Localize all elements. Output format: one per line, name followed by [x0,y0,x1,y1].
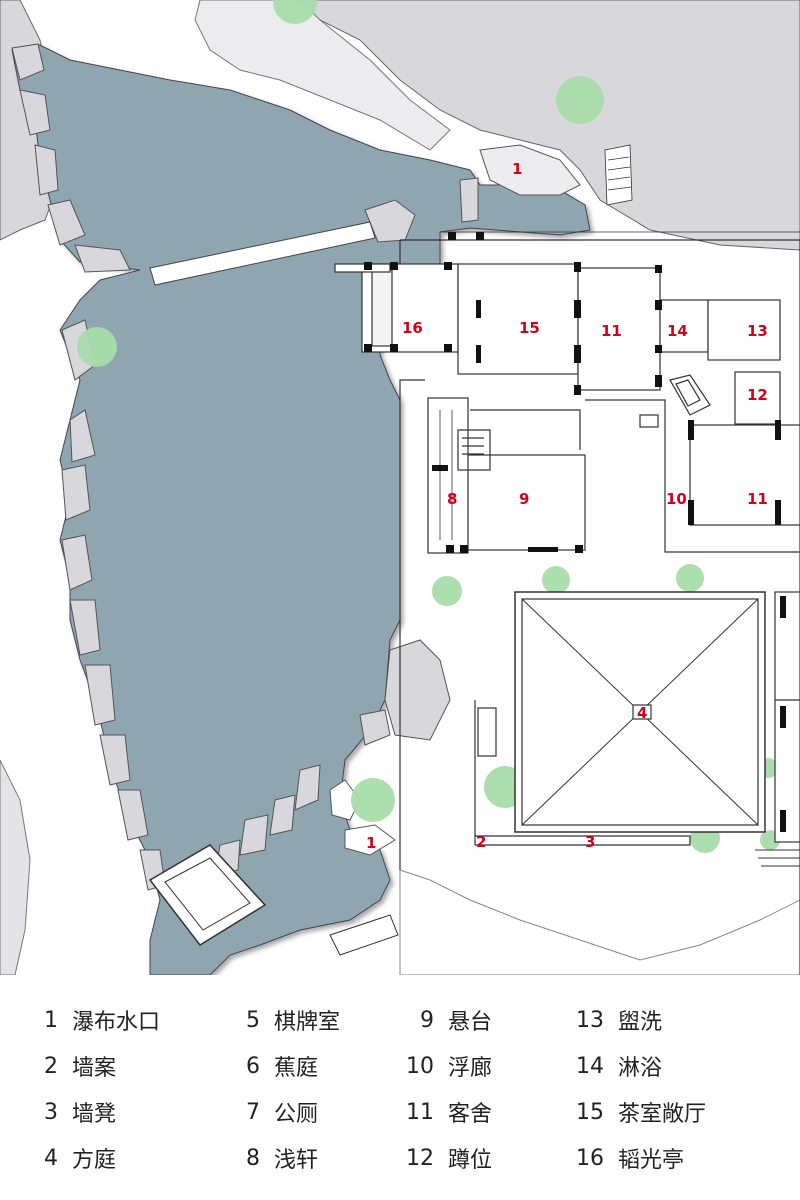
legend-text: 浮廊 [448,1056,493,1081]
legend-number: 13 [576,1007,604,1033]
legend-text: 客舍 [448,1102,493,1127]
legend-number: 8 [246,1145,260,1171]
legend-item: 14 淋浴 [570,1043,706,1089]
legend-item: 6 蕉庭 [232,1043,340,1089]
legend-text: 瀑布水口 [72,1010,161,1035]
legend-item: 4 方庭 [30,1135,160,1181]
label-9: 9 [519,490,529,508]
legend-number: 9 [420,1007,434,1033]
label-13: 13 [747,322,768,340]
legend-text: 浅轩 [274,1148,319,1173]
legend-number: 5 [246,1007,260,1033]
legend-text: 淋浴 [618,1056,663,1081]
plan-labels: 1 16 15 11 14 13 12 8 9 10 11 4 2 3 1 [366,160,768,852]
tree [676,564,704,592]
legend-number: 4 [44,1145,58,1171]
legend-number: 14 [576,1053,604,1079]
label-11-bottom: 11 [747,490,768,508]
legend-number: 11 [406,1099,434,1125]
tree [351,778,395,822]
legend-item: 8 浅轩 [232,1135,340,1181]
label-12: 12 [747,386,768,404]
label-3: 3 [585,833,595,851]
bridge [149,221,376,286]
legend-number: 1 [44,1007,58,1033]
legend-item: 9 悬台 [400,997,492,1043]
legend-text: 棋牌室 [274,1010,341,1035]
platform-9 [464,454,586,551]
legend-number: 3 [44,1099,58,1125]
legend-item: 15 茶室敞厅 [570,1089,706,1135]
tree [542,566,570,594]
hill-top-right [299,0,800,251]
legend-item: 7 公厕 [232,1089,340,1135]
legend-column-4: 13 盥洗 14 淋浴 15 茶室敞厅 16 韬光亭 [570,997,706,1181]
legend-item: 10 浮廊 [400,1043,492,1089]
legend-item: 11 客舍 [400,1089,492,1135]
legend-number: 15 [576,1099,604,1125]
legend-number: 16 [576,1145,604,1171]
hill-left-lower [0,759,31,975]
legend-text: 韬光亭 [618,1148,685,1173]
legend-text: 悬台 [448,1010,493,1035]
site-wall [399,239,800,975]
legend-column-1: 1 瀑布水口 2 墙案 3 墙凳 4 方庭 [30,997,160,1181]
trees [77,0,780,853]
label-8: 8 [447,490,457,508]
legend-item: 1 瀑布水口 [30,997,160,1043]
land-bottom-right [399,869,800,975]
legend-item: 2 墙案 [30,1043,160,1089]
legend: 1 瀑布水口 2 墙案 3 墙凳 4 方庭 5 棋牌室 6 蕉庭 7 公厕 8 浅轩 9 悬台 1… [0,975,800,1200]
guest-room-11-bottom [689,424,800,526]
legend-text: 盥洗 [618,1010,663,1035]
legend-number: 6 [246,1053,260,1079]
pond-rocks [214,639,451,876]
toilet-12 [734,371,781,425]
wall-table-2 [477,707,497,757]
tree [273,0,317,24]
legend-text: 公厕 [274,1102,319,1127]
legend-text: 蹲位 [448,1148,493,1173]
tree [77,327,117,367]
label-4: 4 [637,704,647,722]
wall-bench-3 [475,835,691,846]
guest-room-11-top [577,267,661,391]
wash-13 [707,299,781,361]
legend-item: 5 棋牌室 [232,997,340,1043]
shore-rocks [11,43,581,891]
columns [364,232,786,832]
legend-column-3: 9 悬台 10 浮廊 11 客舍 12 蹲位 [400,997,492,1181]
label-11-top: 11 [601,322,622,340]
legend-text: 蕉庭 [274,1056,319,1081]
legend-text: 方庭 [72,1148,117,1173]
legend-item: 16 韬光亭 [570,1135,706,1181]
label-15: 15 [519,319,540,337]
legend-item: 3 墙凳 [30,1089,160,1135]
legend-text: 茶室敞厅 [618,1102,707,1127]
pavilion-bottom-left [148,844,399,956]
legend-text: 墙凳 [72,1102,117,1127]
buildings [334,144,800,975]
legend-item: 12 蹲位 [400,1135,492,1181]
tree [556,76,604,124]
label-10: 10 [666,490,687,508]
legend-number: 10 [406,1053,434,1079]
site-plan: 1 16 15 11 14 13 12 8 9 10 11 4 2 3 1 [0,0,800,975]
legend-number: 12 [406,1145,434,1171]
label-2: 2 [476,833,486,851]
legend-number: 2 [44,1053,58,1079]
legend-column-2: 5 棋牌室 6 蕉庭 7 公厕 8 浅轩 [232,997,340,1181]
legend-text: 墙案 [72,1056,117,1081]
label-16: 16 [402,319,423,337]
label-14: 14 [667,322,688,340]
rock-outcrop-top [194,0,451,151]
legend-item: 13 盥洗 [570,997,706,1043]
shower-14 [659,299,709,353]
label-1-waterfall: 1 [512,160,522,178]
tree [432,576,462,606]
label-1-bottom: 1 [366,834,376,852]
legend-number: 7 [246,1099,260,1125]
